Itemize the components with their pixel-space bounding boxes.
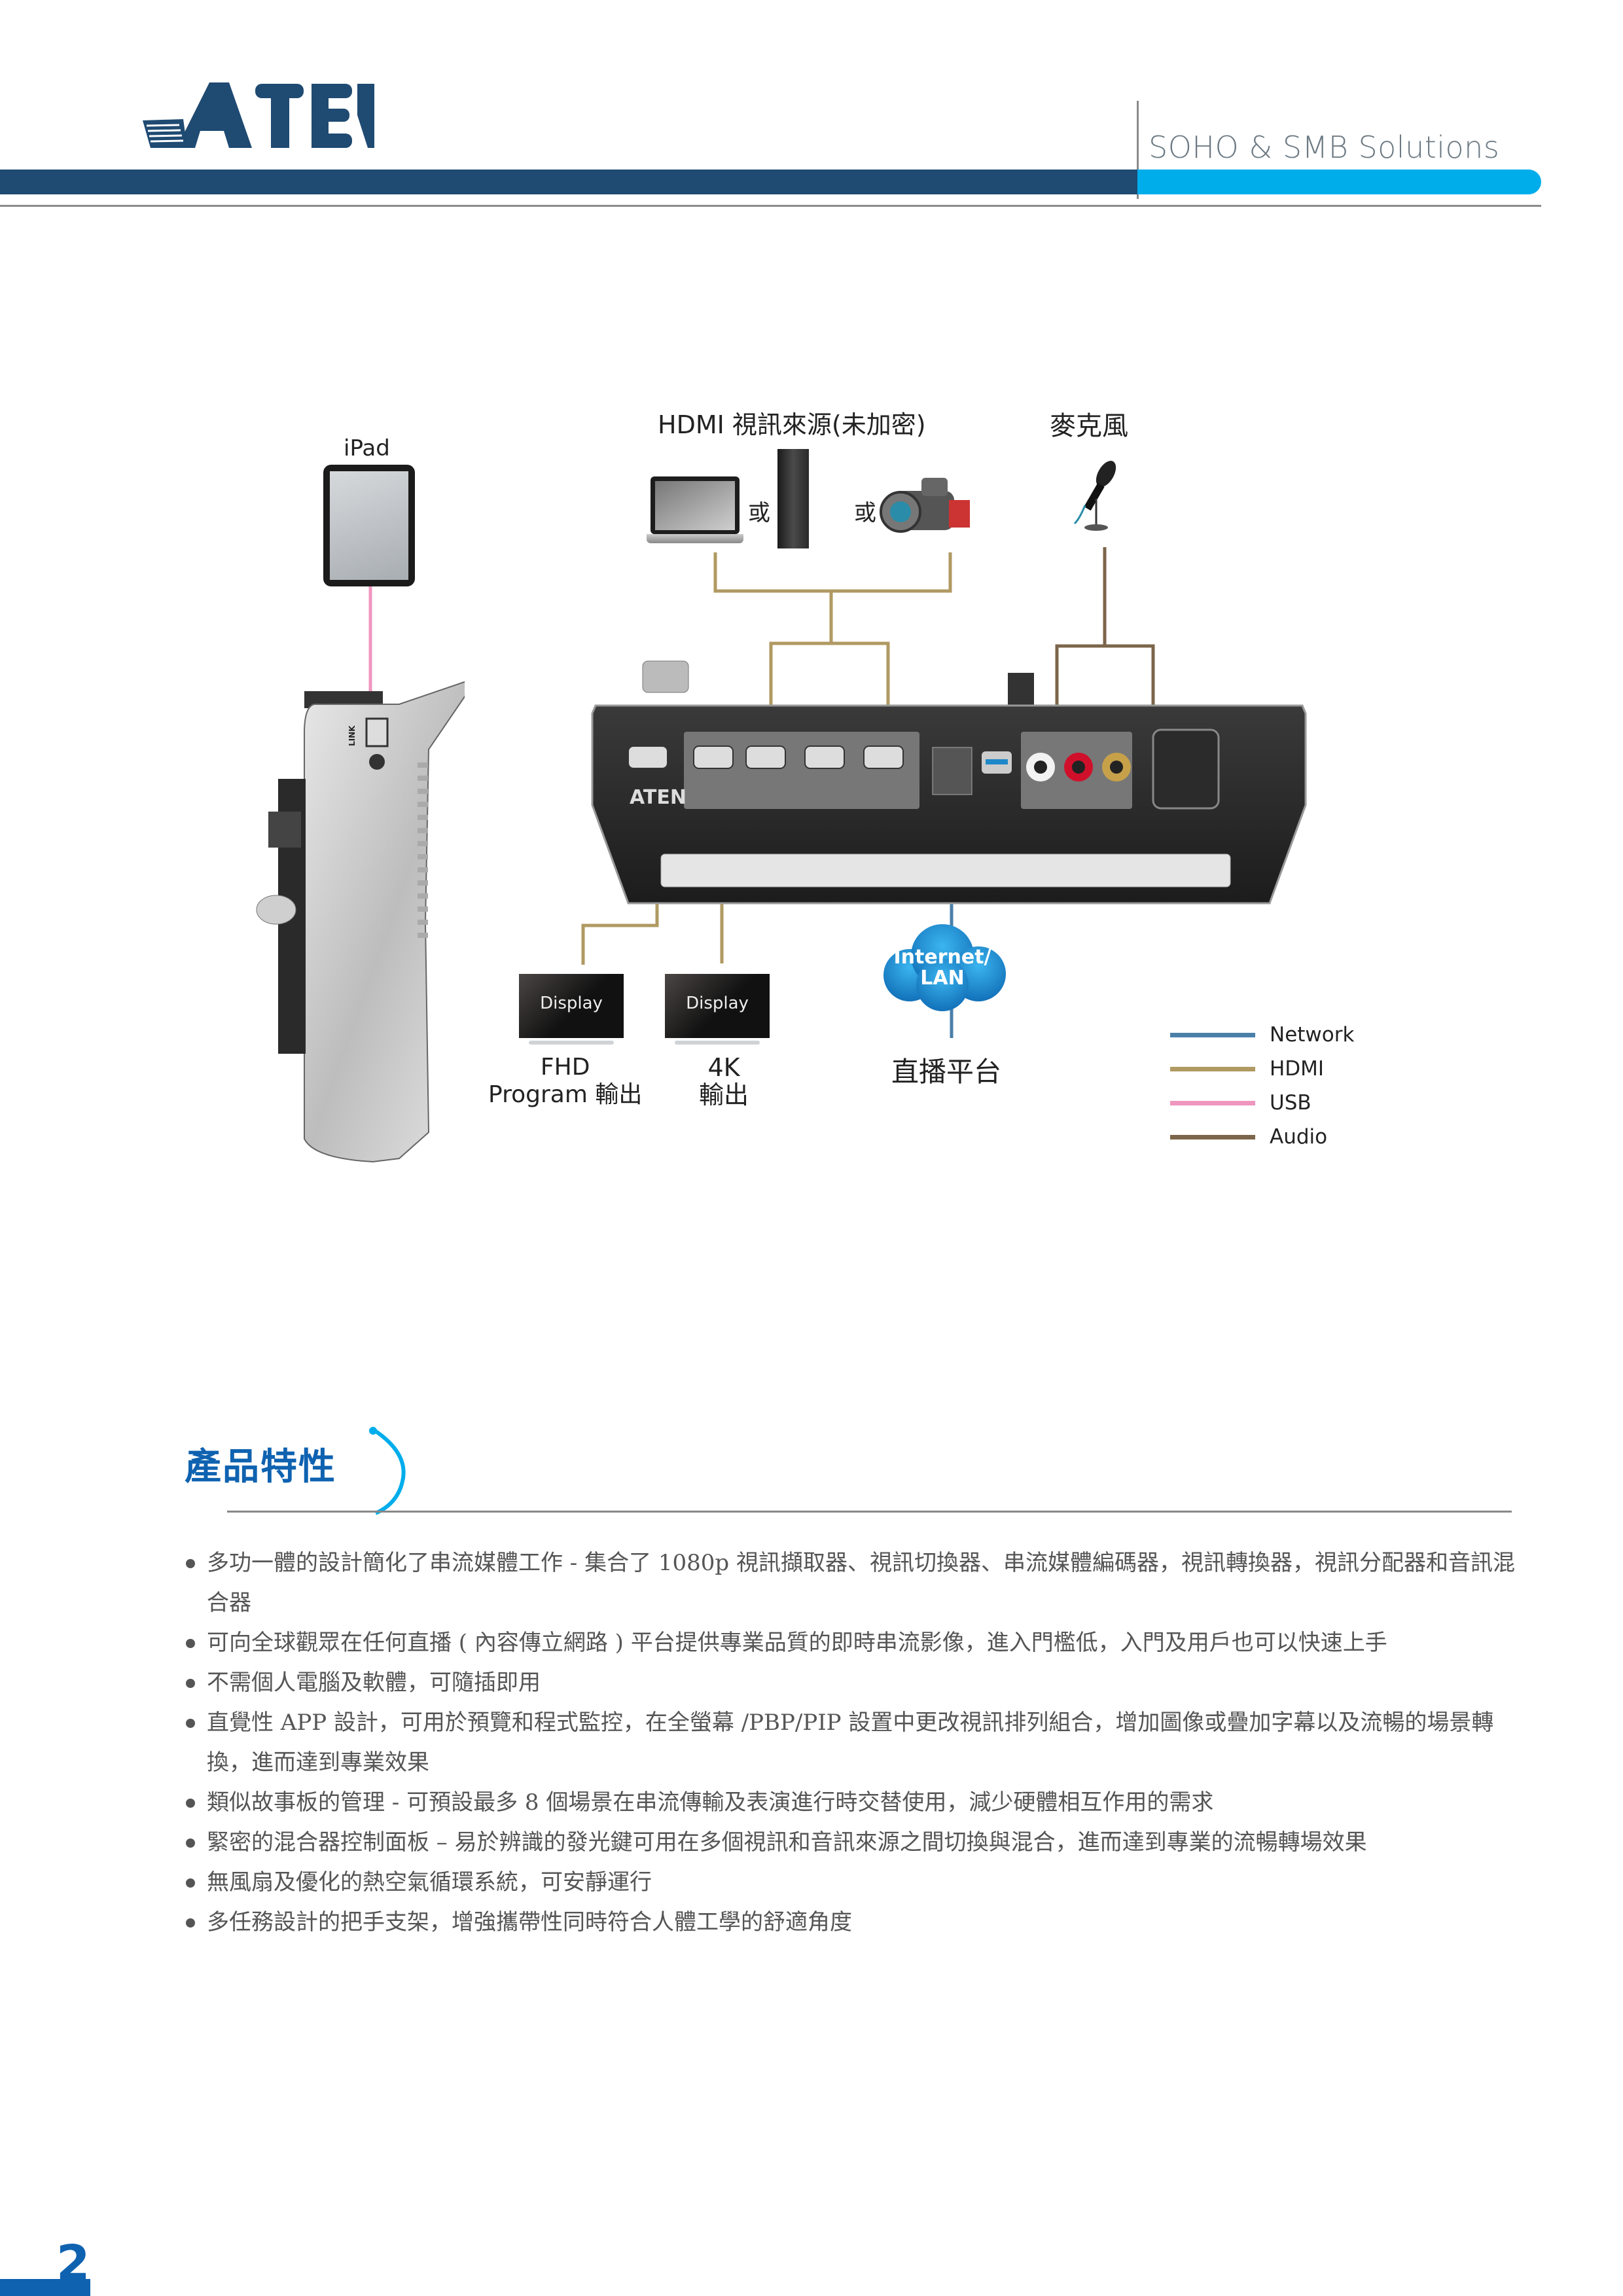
bullet-icon	[186, 1679, 195, 1688]
svg-text:LINK: LINK	[348, 725, 357, 746]
display-stand	[675, 1041, 760, 1045]
display-4k-icon: Display	[665, 974, 770, 1038]
section-title: 產品特性	[185, 1446, 336, 1488]
internet-cloud-icon: Internet/ LAN	[883, 924, 1006, 1011]
svg-text:Internet/: Internet/	[893, 946, 991, 969]
feature-item: 直覺性 APP 設計，可用於預覽和程式監控，在全螢幕 /PBP/PIP 設置中更…	[185, 1703, 1533, 1783]
microphone-label: 麥克風	[1050, 411, 1128, 441]
audio-line-swatch	[1170, 1134, 1255, 1139]
network-line-swatch	[1170, 1032, 1255, 1037]
game-console-icon	[777, 449, 809, 548]
bullet-icon	[186, 1918, 195, 1928]
device-rear-view: ATEN	[591, 660, 1307, 905]
hdmi-line-swatch	[1170, 1066, 1255, 1071]
fhd-output-label: FHD Program 輸出	[488, 1054, 643, 1108]
header-divider	[1137, 101, 1139, 199]
usb-line-swatch	[1170, 1100, 1255, 1105]
or-label-1: 或	[748, 500, 770, 526]
aten-logo	[143, 82, 374, 148]
camcorder-icon	[880, 478, 970, 533]
or-label-2: 或	[854, 500, 876, 526]
feature-item: 可向全球觀眾在任何直播 ( 內容傳立網路 ) 平台提供專業品質的即時串流影像，進…	[185, 1623, 1533, 1663]
display-stand	[529, 1041, 614, 1045]
bullet-icon	[186, 1878, 195, 1888]
legend-item-usb: USB	[1170, 1086, 1354, 1120]
feature-item: 不需個人電腦及軟體，可隨插即用	[185, 1663, 1533, 1703]
feature-list: 多功一體的設計簡化了串流媒體工作 - 集合了 1080p 視訊擷取器、視訊切換器…	[185, 1543, 1533, 1943]
ipad-label: iPad	[344, 435, 390, 461]
hdmi-sources-label: HDMI 視訊來源(未加密)	[658, 410, 926, 439]
streaming-platform-label: 直播平台	[891, 1056, 1002, 1088]
header-band-light	[1137, 170, 1541, 194]
legend-item-audio: Audio	[1170, 1120, 1354, 1154]
bullet-icon	[186, 1719, 195, 1728]
svg-text:ATEN: ATEN	[630, 786, 687, 809]
svg-text:LAN: LAN	[920, 967, 964, 990]
header-rule	[0, 205, 1541, 207]
4k-output-label: 4K 輸出	[699, 1053, 749, 1109]
device-side-view: LINK	[256, 681, 465, 1163]
connection-lines	[368, 547, 1155, 1038]
feature-item: 類似故事板的管理 - 可預設最多 8 個場景在串流傳輸及表演進行時交替使用，減少…	[185, 1783, 1533, 1823]
feature-item: 多功一體的設計簡化了串流媒體工作 - 集合了 1080p 視訊擷取器、視訊切換器…	[185, 1543, 1533, 1623]
legend-item-hdmi: HDMI	[1170, 1052, 1354, 1086]
laptop-icon	[647, 476, 743, 547]
section-rule	[227, 1511, 1512, 1513]
feature-item: 緊密的混合器控制面板 – 易於辨識的發光鍵可用在多個視訊和音訊來源之間切換與混合…	[185, 1823, 1533, 1863]
bullet-icon	[186, 1839, 195, 1848]
bullet-icon	[186, 1799, 195, 1808]
feature-item: 多任務設計的把手支架，增強攜帶性同時符合人體工學的舒適角度	[185, 1903, 1533, 1943]
section-bracket-decoration	[369, 1427, 406, 1515]
display-fhd-icon: Display	[519, 974, 624, 1038]
microphone-icon	[1073, 461, 1116, 531]
header-tagline: SOHO & SMB Solutions	[1149, 130, 1500, 165]
legend: Network HDMI USB Audio	[1170, 1018, 1354, 1154]
legend-item-network: Network	[1170, 1018, 1354, 1052]
header-band-dark	[0, 170, 1137, 194]
feature-item: 無風扇及優化的熱空氣循環系統，可安靜運行	[185, 1863, 1533, 1903]
ipad-icon	[323, 465, 415, 586]
bullet-icon	[186, 1559, 195, 1568]
page-number-bar	[0, 2279, 90, 2296]
bullet-icon	[186, 1639, 195, 1648]
